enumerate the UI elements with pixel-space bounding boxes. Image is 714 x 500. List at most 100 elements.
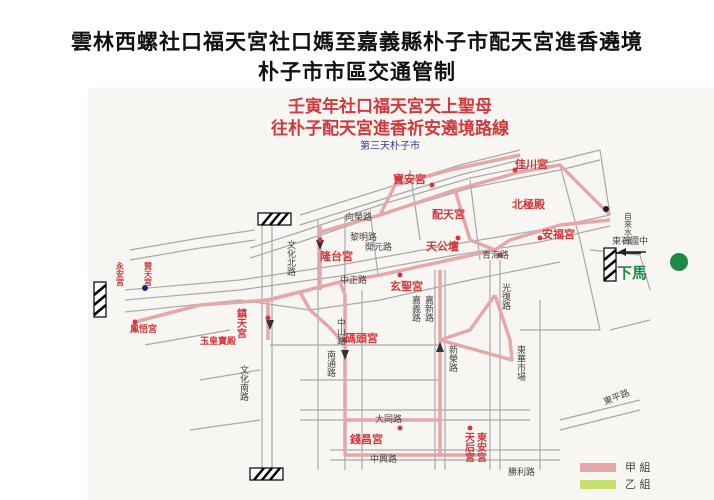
street-label: 東平路 xyxy=(602,387,632,408)
map-title-line2: 往朴子配天宮進香祈安遶境路線 xyxy=(271,118,509,139)
street-line xyxy=(299,159,521,226)
temple-label: 寶安宮 xyxy=(393,172,426,186)
temple-label: 北極殿 xyxy=(512,197,546,211)
temple-label: 碼頭宮 xyxy=(344,331,378,345)
landmark-label: 自來水廠 xyxy=(624,211,633,245)
route-segment xyxy=(339,238,511,284)
temple-dot xyxy=(397,425,403,431)
map-subtitle: 第三天朴子市 xyxy=(360,139,420,152)
barrier-stripe xyxy=(261,212,273,226)
temple-dot xyxy=(467,425,473,431)
temple-dot xyxy=(455,235,461,241)
temple-dot xyxy=(512,167,518,173)
street-line xyxy=(609,319,651,331)
street-label: 中興路 xyxy=(370,453,397,465)
barrier-stripe xyxy=(269,467,281,481)
street-label: 南通路 xyxy=(325,349,336,378)
street-label: 青海路 xyxy=(482,249,509,261)
temple-dot xyxy=(537,235,543,241)
street-label: 中山路 xyxy=(335,317,346,346)
street-label: 向榮路 xyxy=(345,211,372,223)
street-label: 文化北路 xyxy=(285,239,296,277)
route-segment xyxy=(343,420,440,457)
temple-label: 永安宮 xyxy=(116,261,125,287)
street-line xyxy=(129,229,256,251)
route-map: 壬寅年社口福天宮天上聖母 往朴子配天宮進香祈安遶境路線 第三天朴子市 xyxy=(88,88,714,500)
route-segment xyxy=(378,153,521,216)
temple-label: 配天宮 xyxy=(432,207,465,221)
street-line xyxy=(559,164,601,331)
temple-dot xyxy=(342,337,348,343)
route-segment xyxy=(267,280,347,345)
street-label: 光復路 xyxy=(500,282,511,311)
barrier-stripe xyxy=(603,249,617,261)
street-line xyxy=(369,209,379,276)
start-marker xyxy=(142,285,148,291)
legend: 甲 組 乙 組 xyxy=(580,461,651,491)
temple-label: 佳川宮 xyxy=(515,157,548,171)
route-segment xyxy=(453,189,496,252)
barrier-stripe xyxy=(93,304,107,316)
barrier-stripe xyxy=(93,294,107,306)
xiama-label: 下馬 xyxy=(617,264,647,282)
street-label: 開元路 xyxy=(365,241,392,253)
street-line xyxy=(144,329,231,346)
route-segment xyxy=(509,218,611,242)
temple-markers xyxy=(132,167,543,431)
temple-label: 天后宮 xyxy=(463,432,475,463)
temple-label: 錢昌宮 xyxy=(350,432,383,446)
waterworks-marker xyxy=(603,206,609,212)
street-label: 文化南路 xyxy=(238,364,249,402)
barrier-stripe xyxy=(277,212,289,226)
route-segment xyxy=(438,293,497,420)
street-label: 勝利路 xyxy=(508,466,535,478)
temple-label: 鳳悟宮 xyxy=(130,323,157,335)
route-segment xyxy=(319,163,612,234)
street-label: 大同路 xyxy=(375,413,402,425)
temple-label: 東安宮 xyxy=(475,431,487,463)
page-title-line2: 朴子市市區交通管制 xyxy=(258,60,456,84)
legend-label-jia: 甲 組 xyxy=(625,461,651,474)
street-line xyxy=(469,179,481,261)
temple-dot xyxy=(265,315,271,321)
barrier-stripe xyxy=(253,467,265,481)
street-line xyxy=(124,225,611,301)
route-map-svg: 壬寅年社口福天宮天上聖母 往朴子配天宮進香祈安遶境路線 第三天朴子市 xyxy=(93,96,688,491)
temple-dot xyxy=(132,319,138,325)
street-label: 嘉新路 xyxy=(423,294,434,323)
page-title-line1: 雲林西螺社口福天宮社口媽至嘉義縣朴子市配天宮進香遶境 xyxy=(71,30,643,54)
barrier-stripe xyxy=(261,467,273,481)
arrow-icon xyxy=(266,320,274,330)
barrier-stripe xyxy=(603,269,617,281)
temple-labels: 寶安宮 佳川宮 北極殿 配天宮 安福宮 隆台宮 天公壇 玄聖宮 碼頭宮 錢昌宮 … xyxy=(130,157,575,446)
temple-label: 隆台宮 xyxy=(320,249,353,263)
barrier-stripe xyxy=(93,284,107,296)
street-line xyxy=(599,149,611,216)
temple-dot xyxy=(317,237,323,243)
temple-label: 玉皇寶殿 xyxy=(200,335,237,347)
street-label: 新榮路 xyxy=(447,344,458,373)
street-label: 東華市場 xyxy=(515,344,526,382)
xiama-marker xyxy=(670,253,688,271)
street-label: 黎明路 xyxy=(350,231,377,243)
barrier-stripe xyxy=(269,212,281,226)
route-segment xyxy=(439,294,514,362)
route-segment xyxy=(267,290,347,347)
street-label: 中正路 xyxy=(340,274,367,286)
route-segment xyxy=(343,345,480,457)
xiama-arrow-icon xyxy=(618,248,626,256)
temple-labels-vertical: 鎮天宮 贊天宮 永安宮 天后宮 東安宮 xyxy=(116,261,487,463)
legend-swatch-yi xyxy=(580,480,616,489)
temple-label: 鎮天宮 xyxy=(235,307,247,339)
temple-dot xyxy=(497,252,503,258)
legend-label-yi: 乙 組 xyxy=(625,478,651,491)
barrier-stripe xyxy=(603,259,617,271)
barrier-stripes xyxy=(93,212,617,481)
street-label: 嘉義路 xyxy=(410,294,421,323)
street-label: 東石國中 xyxy=(612,235,648,247)
traffic-barriers xyxy=(93,212,617,481)
map-title-line1: 壬寅年社口福天宮天上聖母 xyxy=(288,96,492,117)
legend-swatch-jia xyxy=(580,463,616,472)
street-line xyxy=(129,239,256,261)
